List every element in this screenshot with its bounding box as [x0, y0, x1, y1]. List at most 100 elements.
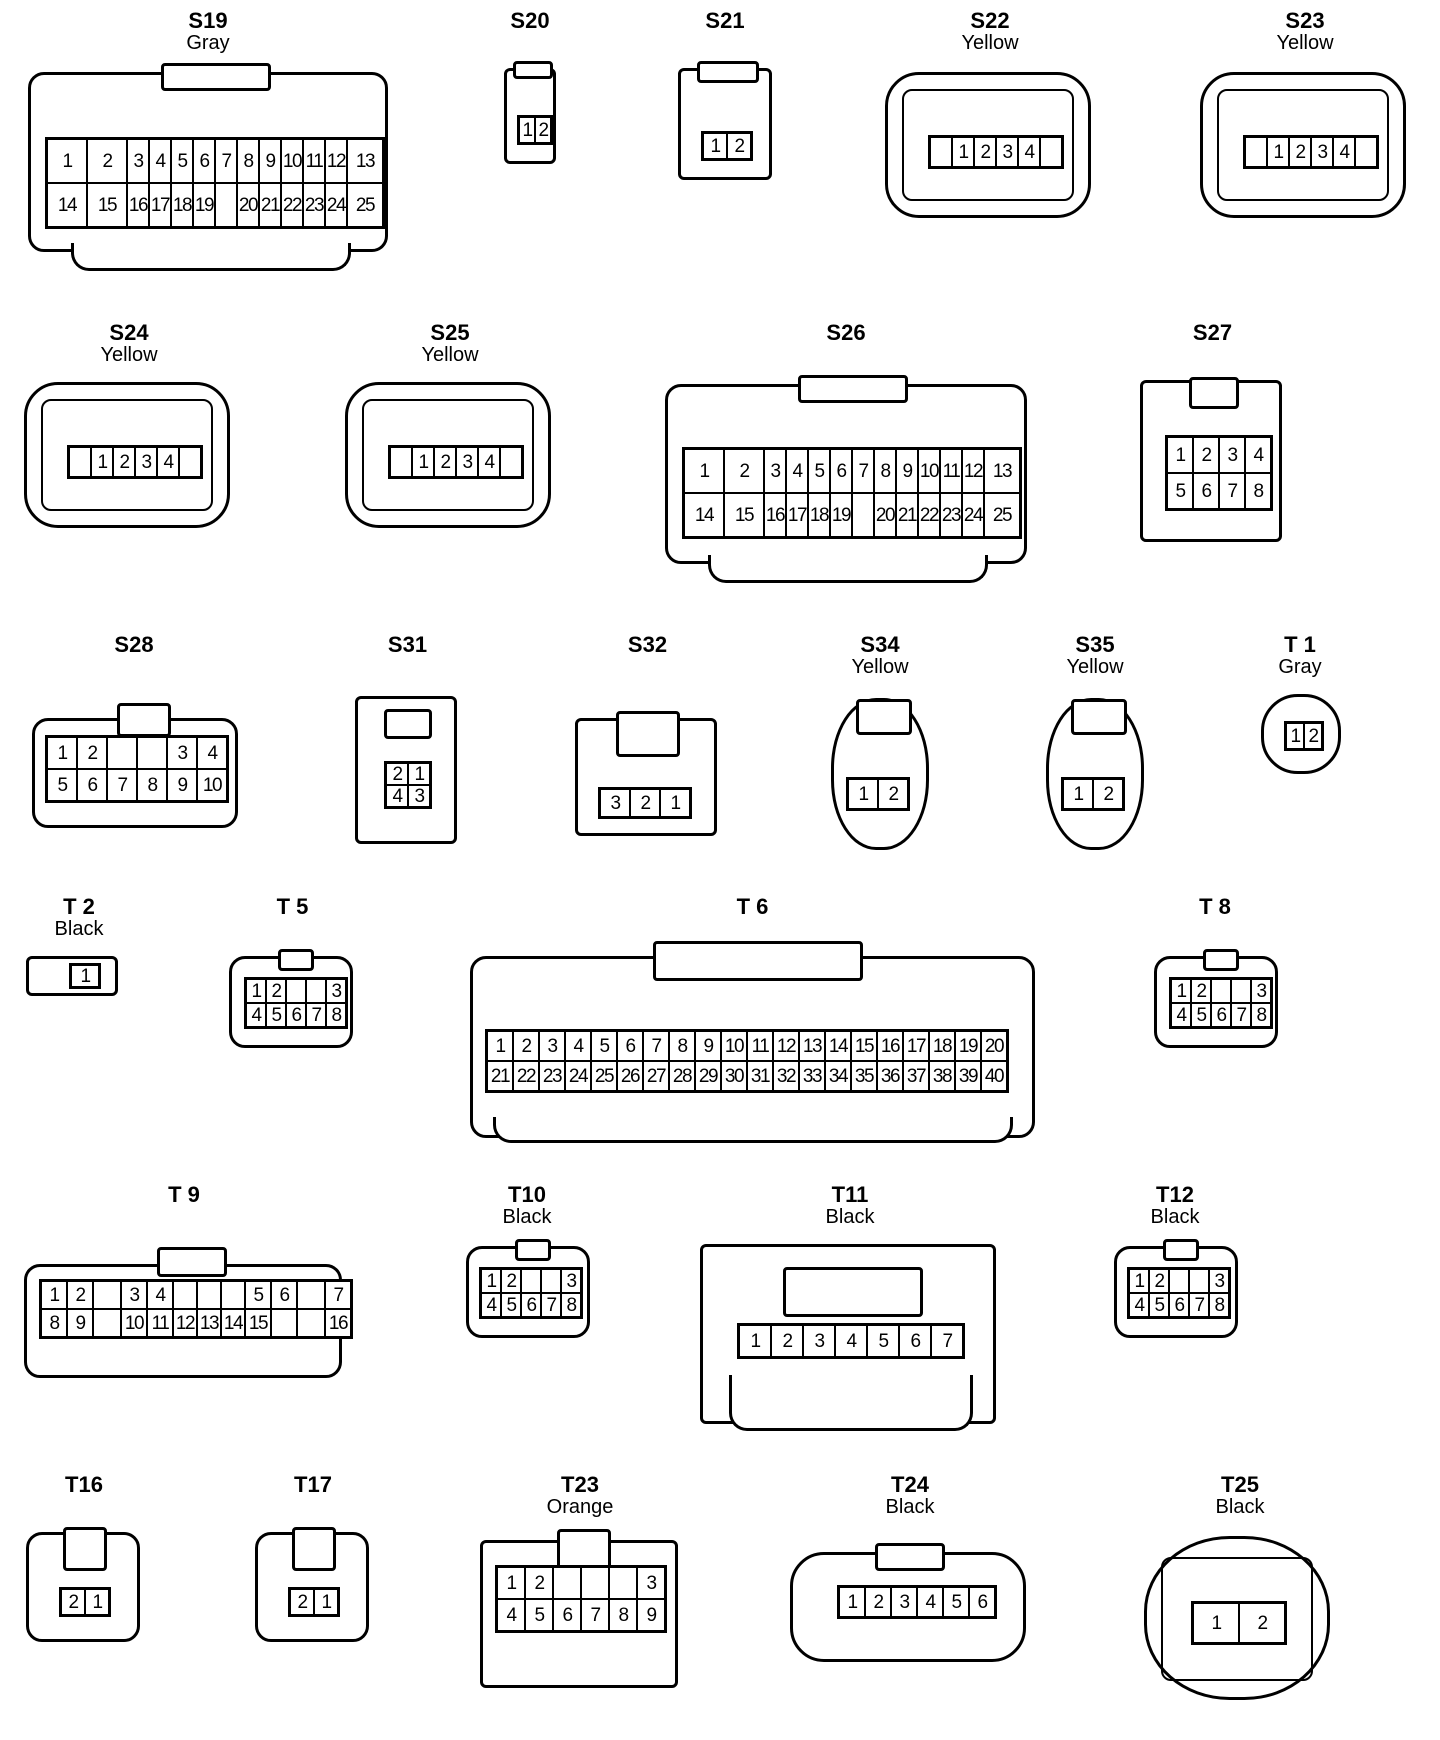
terminal-pin: 2: [501, 1269, 521, 1293]
terminal-pin: [521, 1269, 541, 1293]
terminal-pin: 15: [87, 183, 127, 227]
terminal-pin: 27: [643, 1061, 669, 1091]
terminal-pin: 8: [41, 1309, 67, 1337]
terminal-pin: 20: [237, 183, 259, 227]
terminal-pin: 12: [962, 449, 984, 493]
terminal-pin: 7: [215, 139, 237, 183]
terminal-pin: 26: [617, 1061, 643, 1091]
terminal-pin: [215, 183, 237, 227]
terminal-pin: 3: [167, 737, 197, 769]
terminal-pin: 2: [878, 779, 908, 809]
terminal-pin: 23: [303, 183, 325, 227]
terminal-pin: 4: [565, 1031, 591, 1061]
terminal-pin: 1: [1286, 723, 1304, 749]
terminal-pin: 1: [839, 1587, 865, 1617]
terminal-pin: [297, 1281, 325, 1309]
terminal-pin: 9: [167, 769, 197, 801]
terminal-pin: 13: [799, 1031, 825, 1061]
terminal-pin: 4: [917, 1587, 943, 1617]
terminal-pin: 1: [1167, 437, 1193, 473]
terminal-pin: 3: [803, 1325, 835, 1357]
terminal-pin: 17: [903, 1031, 929, 1061]
locking-latch: [1163, 1239, 1199, 1261]
terminal-pin: 4: [786, 449, 808, 493]
terminal-pin: 2: [1149, 1269, 1169, 1293]
connector-color: Black: [1215, 1496, 1265, 1518]
terminal-pin: 2: [771, 1325, 803, 1357]
terminal-pin: 24: [565, 1061, 591, 1091]
terminal-pin: 21: [259, 183, 281, 227]
terminal-pin: 1: [412, 447, 434, 477]
connector-id: T24: [891, 1472, 929, 1497]
terminal-pin: 15: [245, 1309, 271, 1337]
terminal-pin: 4: [478, 447, 500, 477]
terminal-pin: [297, 1309, 325, 1337]
housing-inner-shroud: [1217, 89, 1389, 201]
terminal-pin: 19: [955, 1031, 981, 1061]
terminal-pin: 31: [747, 1061, 773, 1091]
terminal-pin: [1211, 979, 1231, 1003]
housing-inner-shroud: [1161, 1557, 1313, 1681]
terminal-pin: 2: [266, 979, 286, 1003]
terminal-pin: 21: [896, 493, 918, 537]
terminal-pin: 1: [1129, 1269, 1149, 1293]
terminal-pin: 2: [77, 737, 107, 769]
housing-skirt: [71, 243, 351, 271]
terminal-pin: [500, 447, 522, 477]
terminal-pin: 3: [135, 447, 157, 477]
terminal-pin: 5: [943, 1587, 969, 1617]
terminal-pin: 18: [808, 493, 830, 537]
locking-latch: [384, 709, 432, 739]
terminal-pin: 8: [237, 139, 259, 183]
terminal-pin: 11: [940, 449, 962, 493]
connector-color: Yellow: [851, 656, 909, 678]
connector-id: T 8: [1199, 894, 1231, 919]
terminal-pin: 8: [669, 1031, 695, 1061]
terminal-pin: [306, 979, 326, 1003]
terminal-pin: 3: [121, 1281, 147, 1309]
terminal-pin: 2: [67, 1281, 93, 1309]
terminal-pin: 6: [521, 1293, 541, 1317]
terminal-pin: 11: [147, 1309, 173, 1337]
connector-id: T17: [294, 1472, 332, 1497]
terminal-pin: 9: [67, 1309, 93, 1337]
terminal-pin: [930, 137, 952, 167]
terminal-pin: 16: [325, 1309, 351, 1337]
terminal-pin: 2: [1191, 979, 1211, 1003]
terminal-pin: [1189, 1269, 1209, 1293]
terminal-pin: 7: [931, 1325, 963, 1357]
terminal-pin: [581, 1567, 609, 1599]
terminal-pin: 1: [246, 979, 266, 1003]
locking-latch: [1203, 949, 1239, 971]
terminal-pin: 40: [981, 1061, 1007, 1091]
terminal-pin: 4: [835, 1325, 867, 1357]
terminal-pin: 15: [724, 493, 764, 537]
